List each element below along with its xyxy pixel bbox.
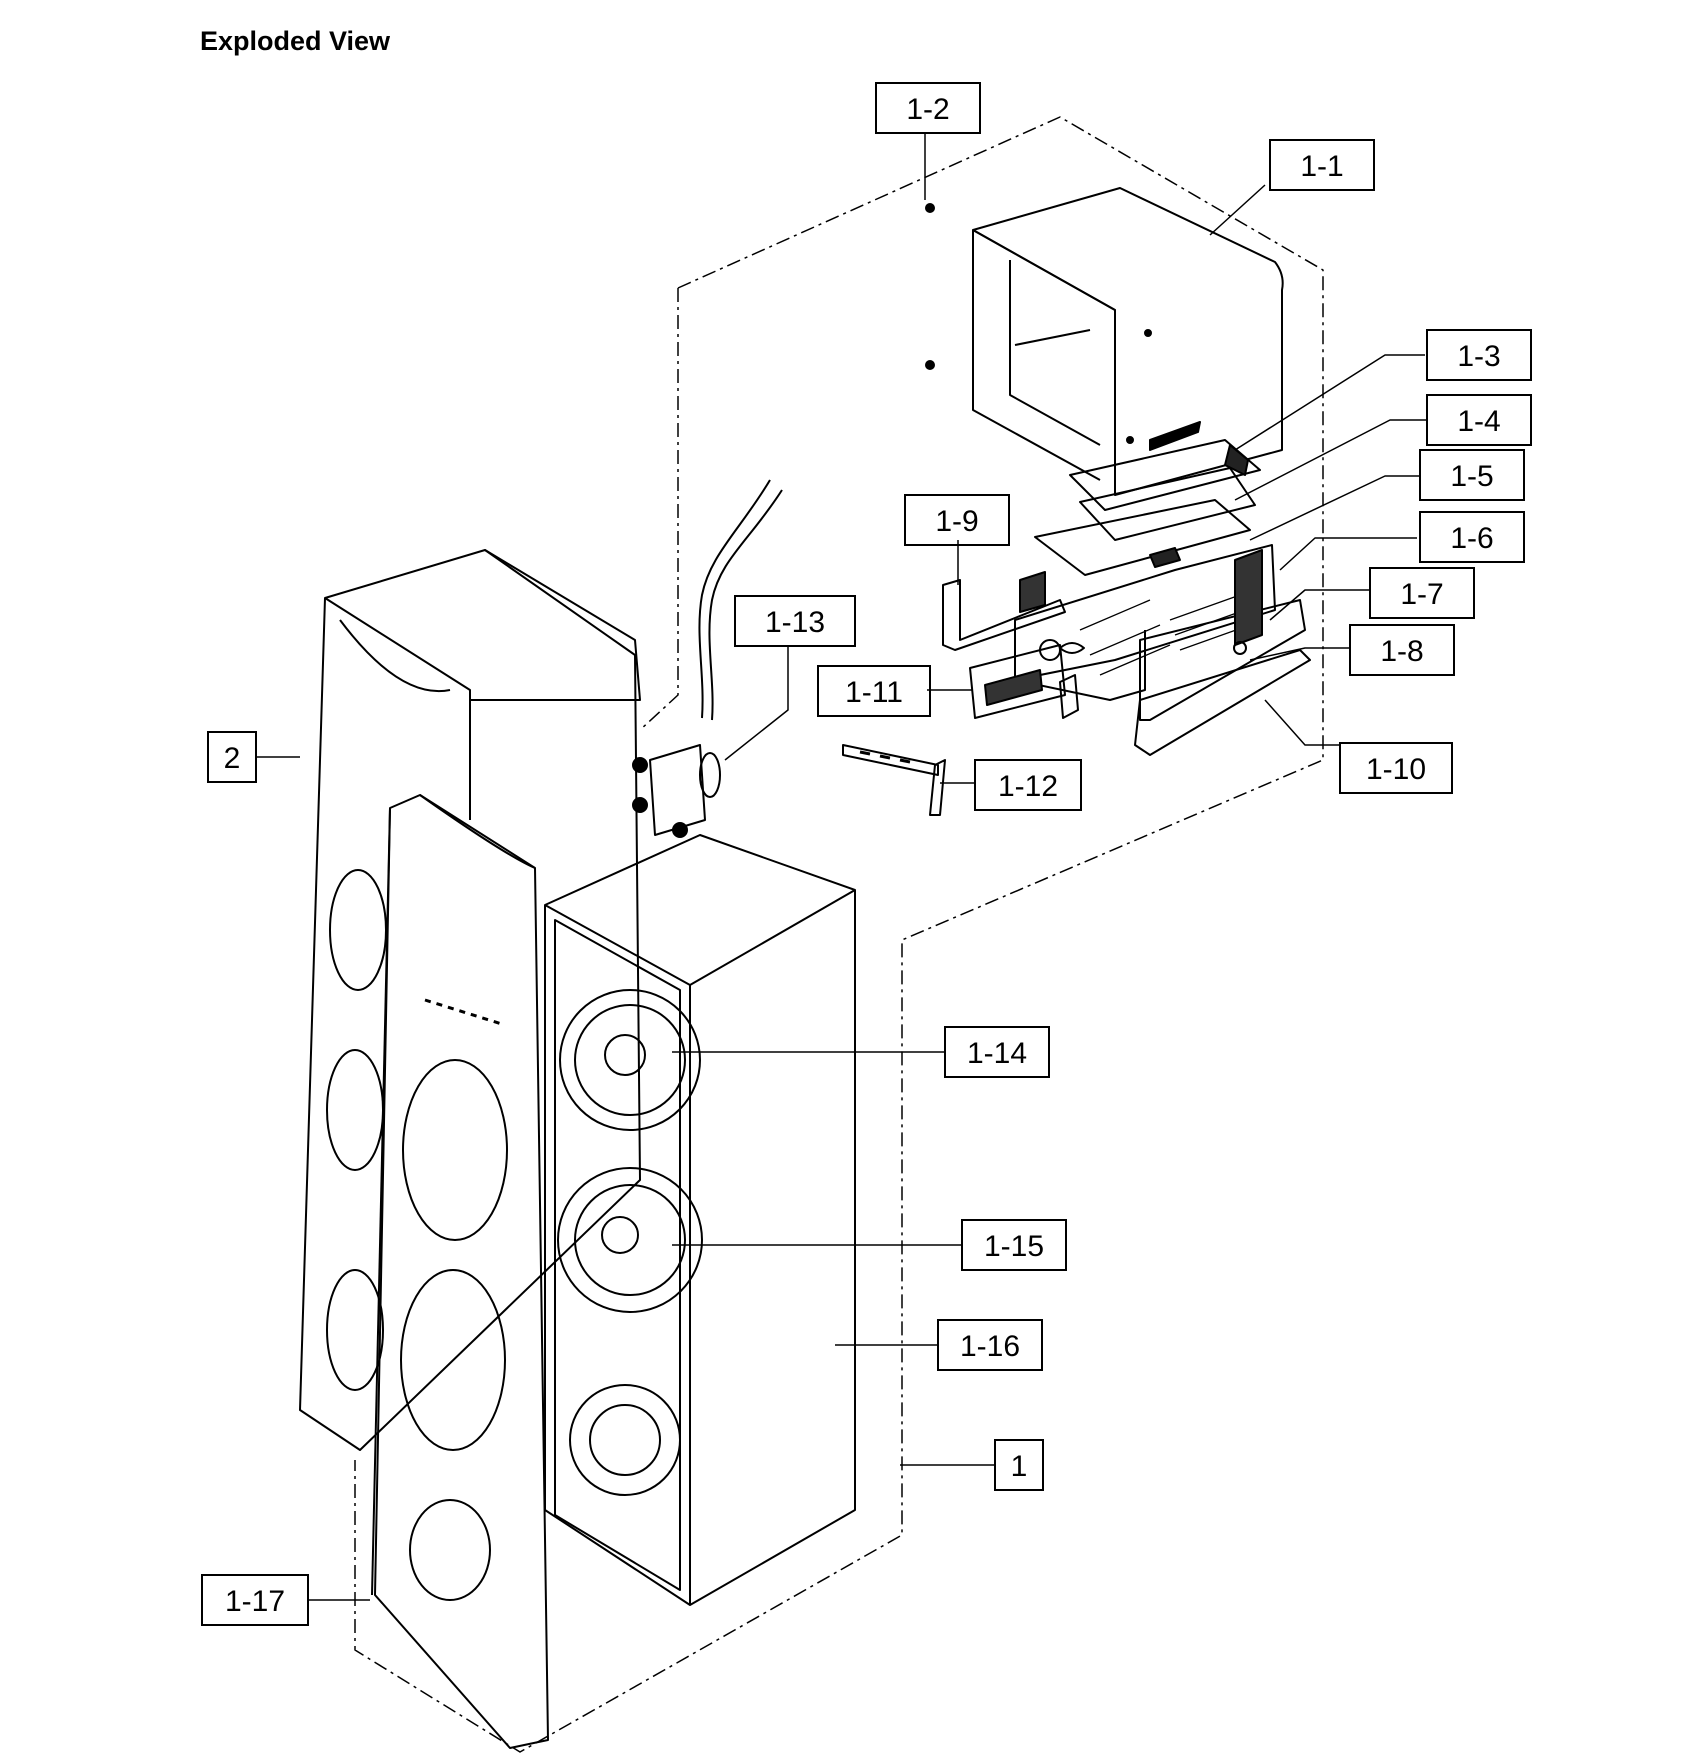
cable-strip bbox=[842, 744, 946, 816]
callout-label-1-8: 1-8 bbox=[1380, 635, 1423, 668]
top-cover bbox=[925, 187, 1284, 496]
callout-2: 2 bbox=[207, 731, 257, 783]
circuit-boards bbox=[1034, 439, 1261, 576]
callout-1-1: 1-1 bbox=[1269, 139, 1375, 191]
leader-lines bbox=[256, 133, 1427, 1601]
assembly-boundary bbox=[354, 116, 1324, 1753]
callout-label-1-1: 1-1 bbox=[1300, 150, 1343, 183]
callout-1-15: 1-15 bbox=[961, 1219, 1067, 1271]
callout-label-1-7: 1-7 bbox=[1400, 578, 1443, 611]
callout-1-2: 1-2 bbox=[875, 82, 981, 134]
callout-label-1-17: 1-17 bbox=[225, 1585, 285, 1618]
callout-1-7: 1-7 bbox=[1369, 567, 1475, 619]
rear-grille bbox=[299, 549, 641, 1451]
callout-1-12: 1-12 bbox=[974, 759, 1082, 811]
callout-1-11: 1-11 bbox=[817, 665, 931, 717]
callout-label-1-12: 1-12 bbox=[998, 770, 1058, 803]
callout-1-9: 1-9 bbox=[904, 494, 1010, 546]
bracket bbox=[942, 571, 1066, 651]
callout-1-5: 1-5 bbox=[1419, 449, 1525, 501]
main-cabinet bbox=[544, 834, 856, 1606]
callout-label-1-6: 1-6 bbox=[1450, 522, 1493, 555]
callout-label-1-4: 1-4 bbox=[1457, 405, 1500, 438]
terminal-connector bbox=[632, 479, 783, 838]
front-grille bbox=[371, 794, 549, 1749]
callout-1-13: 1-13 bbox=[734, 595, 856, 647]
callout-1-16: 1-16 bbox=[937, 1319, 1043, 1371]
callout-label-1-11: 1-11 bbox=[845, 676, 903, 709]
callout-label-1-5: 1-5 bbox=[1450, 460, 1493, 493]
callout-label-2: 2 bbox=[224, 742, 241, 775]
diagram-title: Exploded View bbox=[200, 26, 391, 56]
callout-label-1-16: 1-16 bbox=[960, 1330, 1020, 1363]
callout-1: 1 bbox=[994, 1439, 1044, 1491]
callout-label-1-14: 1-14 bbox=[967, 1037, 1027, 1070]
display-board bbox=[969, 644, 1079, 719]
callout-label-1-3: 1-3 bbox=[1457, 340, 1500, 373]
callout-1-8: 1-8 bbox=[1349, 624, 1455, 676]
callout-1-14: 1-14 bbox=[944, 1026, 1050, 1078]
callout-label-1-10: 1-10 bbox=[1366, 753, 1426, 786]
callout-label-1-9: 1-9 bbox=[935, 505, 978, 538]
callout-label-1-15: 1-15 bbox=[984, 1230, 1044, 1263]
callout-label-1-2: 1-2 bbox=[906, 93, 949, 126]
callout-1-4: 1-4 bbox=[1426, 394, 1532, 446]
callout-1-10: 1-10 bbox=[1339, 742, 1453, 794]
callout-1-17: 1-17 bbox=[201, 1574, 309, 1626]
chassis bbox=[1014, 544, 1311, 756]
callout-1-6: 1-6 bbox=[1419, 511, 1525, 563]
callout-1-3: 1-3 bbox=[1426, 329, 1532, 381]
callout-label-1: 1 bbox=[1011, 1450, 1028, 1483]
callout-label-1-13: 1-13 bbox=[765, 606, 825, 639]
